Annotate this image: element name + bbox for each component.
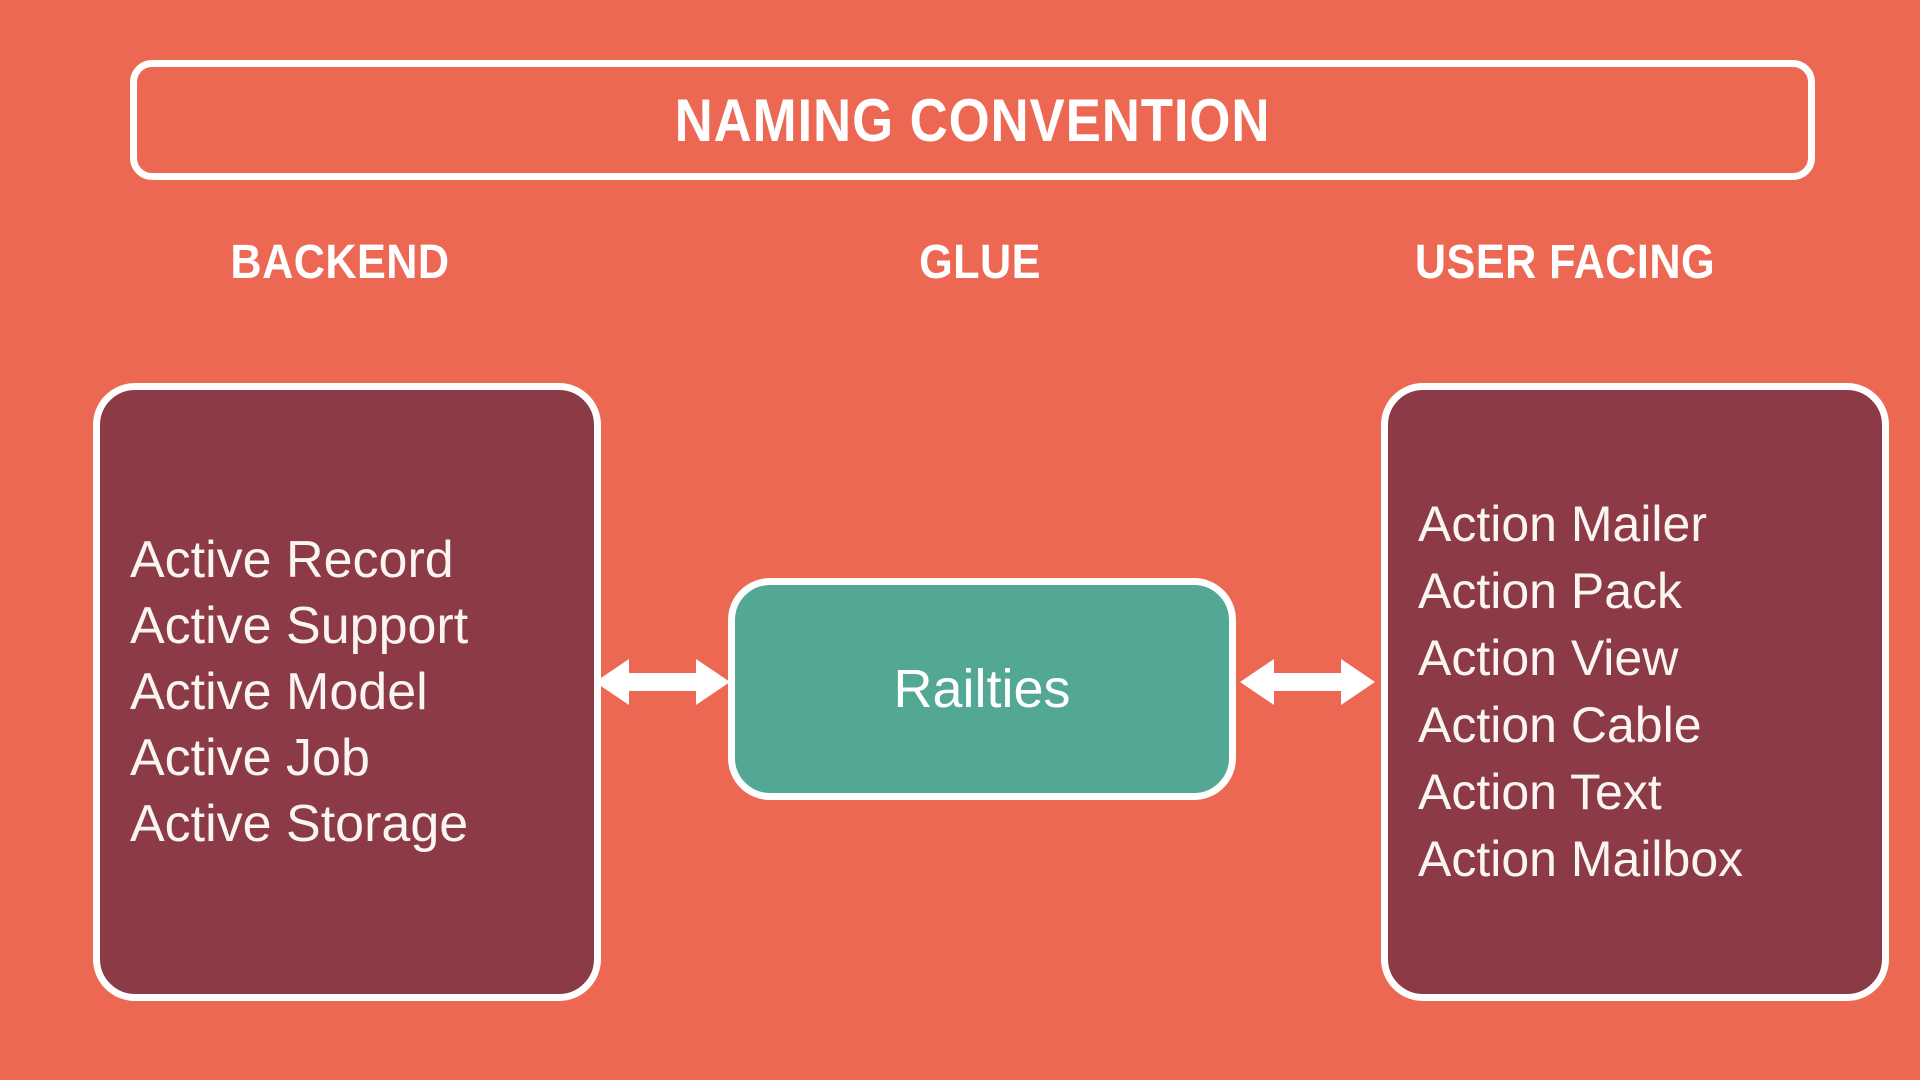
user-facing-component-list: Action Mailer Action Pack Action View Ac… — [1418, 491, 1882, 893]
panel-backend: Active Record Active Support Active Mode… — [93, 383, 601, 1001]
page-title: NAMING CONVENTION — [674, 86, 1271, 154]
list-item: Action Cable — [1418, 697, 1702, 753]
list-item: Action View — [1418, 630, 1679, 686]
double-arrow-icon-glue-user-facing — [1240, 655, 1375, 709]
backend-component-list: Active Record Active Support Active Mode… — [130, 527, 594, 857]
glue-box-railties: Railties — [728, 578, 1236, 800]
list-item: Action Mailer — [1418, 496, 1707, 552]
list-item: Active Support — [130, 596, 469, 655]
list-item: Action Mailbox — [1418, 831, 1744, 887]
list-item: Active Model — [130, 662, 428, 721]
title-banner: NAMING CONVENTION — [130, 60, 1815, 180]
double-arrow-icon-backend-glue — [595, 655, 730, 709]
list-item: Active Job — [130, 729, 370, 788]
glue-box-label: Railties — [893, 659, 1071, 719]
column-header-user-facing: USER FACING — [1414, 236, 1716, 289]
list-item: Active Record — [130, 530, 454, 589]
list-item: Action Text — [1418, 764, 1662, 820]
panel-user-facing: Action Mailer Action Pack Action View Ac… — [1381, 383, 1889, 1001]
column-header-backend: BACKEND — [230, 236, 450, 289]
list-item: Active Storage — [130, 795, 469, 854]
column-header-glue: GLUE — [919, 236, 1041, 289]
list-item: Action Pack — [1418, 563, 1683, 619]
